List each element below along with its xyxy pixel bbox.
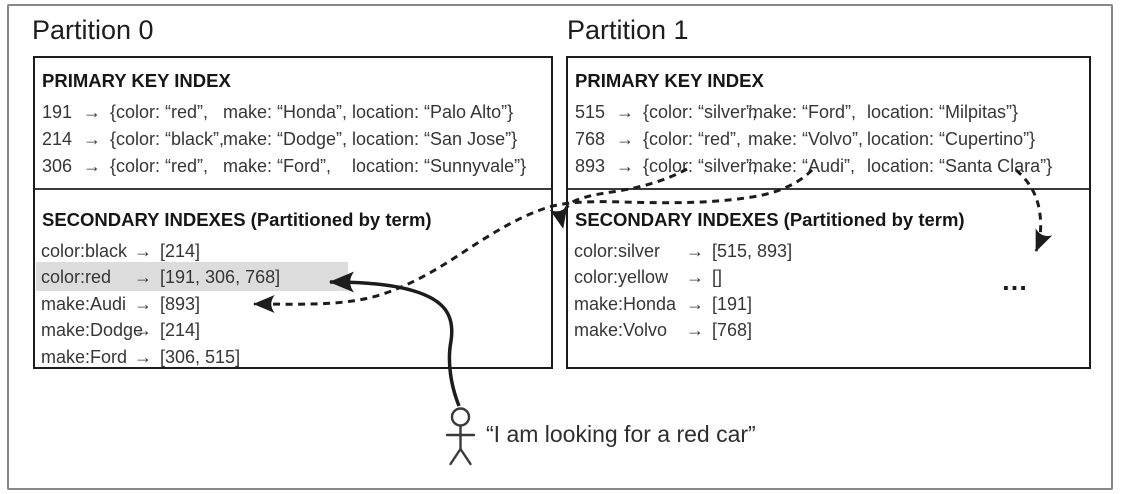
partition-0-box: PRIMARY KEY INDEX 191 → {color: “red”, m… xyxy=(33,56,553,369)
partition-1-primary-index-header: PRIMARY KEY INDEX xyxy=(575,70,764,91)
partition-1-secondary-entries: color:silver → [515, 893] color:yellow →… xyxy=(574,238,792,344)
partition-1-box: PRIMARY KEY INDEX 515 → {color: “silver”… xyxy=(566,56,1091,369)
maps-to-arrow: → xyxy=(83,156,101,176)
record-id: 306 xyxy=(42,156,73,176)
maps-to-arrow: → xyxy=(686,320,704,341)
secondary-index-row: color:yellow → [] xyxy=(574,264,792,290)
maps-to-arrow: → xyxy=(616,129,634,149)
record-color: {color: “black”, xyxy=(110,129,225,149)
user-query-text: “I am looking for a red car” xyxy=(486,421,756,447)
primary-record-row: 515 → {color: “silver”, make: “Ford”, lo… xyxy=(575,99,1052,126)
record-make: make: “Ford”, xyxy=(223,156,332,176)
index-term: color:red xyxy=(41,267,112,288)
record-id: 768 xyxy=(575,129,606,149)
record-location: location: “Sunnyvale”} xyxy=(352,156,527,176)
partition-0-title: Partition 0 xyxy=(32,15,154,45)
maps-to-arrow: → xyxy=(83,102,101,122)
maps-to-arrow: → xyxy=(616,156,634,176)
index-term: make:Ford xyxy=(41,346,128,367)
posting-list: [893] xyxy=(160,293,201,314)
primary-record-row: 191 → {color: “red”, make: “Honda”, loca… xyxy=(42,99,526,126)
record-location: location: “Milpitas”} xyxy=(867,102,1019,122)
maps-to-arrow: → xyxy=(686,241,704,261)
index-term: make:Dodge xyxy=(41,320,144,341)
index-term: make:Volvo xyxy=(574,320,668,341)
posting-list: [515, 893] xyxy=(712,241,793,261)
record-id: 893 xyxy=(575,156,606,176)
maps-to-arrow: → xyxy=(134,241,152,261)
record-location: location: “Palo Alto”} xyxy=(352,102,514,122)
partition-0-primary-index-header: PRIMARY KEY INDEX xyxy=(42,70,231,91)
index-term: make:Audi xyxy=(41,293,127,314)
maps-to-arrow: → xyxy=(134,267,152,288)
partition-1-secondary-index-header: SECONDARY INDEXES (Partitioned by term) xyxy=(575,209,965,230)
maps-to-arrow: → xyxy=(134,293,152,314)
secondary-index-row: color:silver → [515, 893] xyxy=(574,238,792,264)
partition-1-primary-records: 515 → {color: “silver”, make: “Ford”, lo… xyxy=(575,99,1052,180)
posting-list: [306, 515] xyxy=(160,346,241,367)
maps-to-arrow: → xyxy=(686,267,704,288)
record-color: {color: “red”, xyxy=(643,129,742,149)
secondary-index-row-highlighted: color:red → [191, 306, 768] xyxy=(41,264,280,290)
secondary-index-row: make:Audi → [893] xyxy=(41,291,280,317)
primary-record-row: 768 → {color: “red”, make: “Volvo”, loca… xyxy=(575,126,1052,153)
record-make: make: “Dodge”, xyxy=(223,129,348,149)
record-location: location: “Cupertino”} xyxy=(867,129,1036,149)
primary-record-row: 214 → {color: “black”, make: “Dodge”, lo… xyxy=(42,126,526,153)
record-make: make: “Audi”, xyxy=(748,156,856,176)
record-color: {color: “silver”, xyxy=(643,156,758,176)
record-id: 214 xyxy=(42,129,73,149)
record-make: make: “Volvo”, xyxy=(748,129,864,149)
index-term: color:yellow xyxy=(574,267,669,288)
record-id: 515 xyxy=(575,102,606,122)
posting-list: [214] xyxy=(160,241,201,261)
record-id: 191 xyxy=(42,102,73,122)
figure-frame xyxy=(7,4,1113,490)
maps-to-arrow: → xyxy=(134,346,152,367)
index-term: color:black xyxy=(41,241,128,261)
record-color: {color: “red”, xyxy=(110,156,209,176)
partition-0-primary-records: 191 → {color: “red”, make: “Honda”, loca… xyxy=(42,99,526,180)
index-section-divider xyxy=(568,188,1089,190)
posting-list: [] xyxy=(712,267,723,288)
maps-to-arrow: → xyxy=(134,320,152,341)
more-partitions-ellipsis: … xyxy=(1001,266,1030,296)
secondary-index-row: make:Honda → [191] xyxy=(574,291,792,317)
maps-to-arrow: → xyxy=(83,129,101,149)
posting-list: [768] xyxy=(712,320,753,341)
index-term: color:silver xyxy=(574,241,661,261)
maps-to-arrow: → xyxy=(616,102,634,122)
record-location: location: “San Jose”} xyxy=(352,129,518,149)
record-location: location: “Santa Clara”} xyxy=(867,156,1053,176)
partition-0-secondary-index-header: SECONDARY INDEXES (Partitioned by term) xyxy=(42,209,432,230)
secondary-index-row: make:Ford → [306, 515] xyxy=(41,344,280,370)
secondary-index-row: make:Volvo → [768] xyxy=(574,317,792,343)
index-section-divider xyxy=(35,188,551,190)
index-term: make:Honda xyxy=(574,293,677,314)
record-color: {color: “silver”, xyxy=(643,102,758,122)
posting-list: [214] xyxy=(160,320,201,341)
record-make: make: “Ford”, xyxy=(748,102,857,122)
maps-to-arrow: → xyxy=(686,293,704,314)
primary-record-row: 306 → {color: “red”, make: “Ford”, locat… xyxy=(42,153,526,180)
posting-list: [191] xyxy=(712,293,753,314)
record-make: make: “Honda”, xyxy=(223,102,348,122)
partition-1-title: Partition 1 xyxy=(567,15,689,45)
record-color: {color: “red”, xyxy=(110,102,209,122)
secondary-index-row: color:black → [214] xyxy=(41,238,280,264)
partition-0-secondary-entries: color:black → [214] color:red → [191, 30… xyxy=(41,238,280,370)
secondary-index-row: make:Dodge → [214] xyxy=(41,317,280,343)
posting-list: [191, 306, 768] xyxy=(160,267,281,288)
primary-record-row: 893 → {color: “silver”, make: “Audi”, lo… xyxy=(575,153,1052,180)
